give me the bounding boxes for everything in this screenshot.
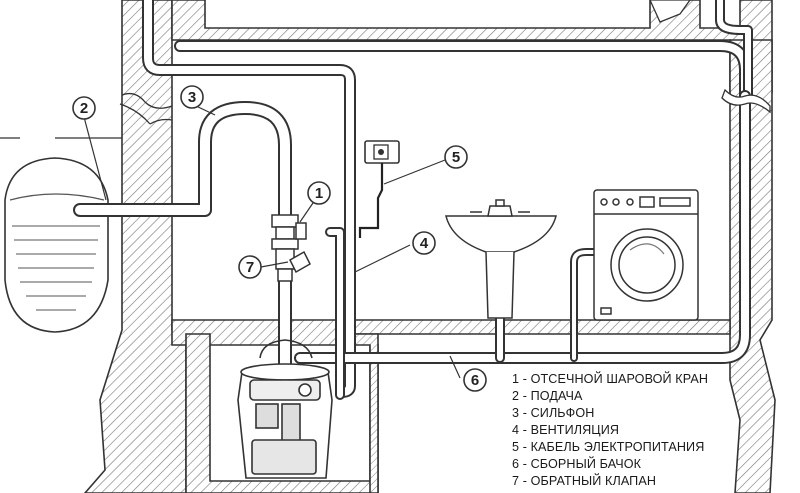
- building-structure: [83, 0, 776, 493]
- callout-leaders: [83, 104, 461, 379]
- electrical-cable: [358, 140, 400, 238]
- left-wall: [83, 0, 187, 493]
- callout-4: 4: [412, 231, 436, 255]
- svg-text:5: 5: [452, 149, 460, 166]
- legend-item-7: 7 - ОБРАТНЫЙ КЛАПАН: [512, 474, 657, 488]
- callout-1: 1: [307, 181, 331, 205]
- legend: 1 - ОТСЕЧНОЙ ШАРОВОЙ КРАН 2 - ПОДАЧА 3 -…: [512, 371, 794, 490]
- svg-text:2: 2: [80, 100, 88, 117]
- callout-6: 6: [463, 368, 487, 392]
- svg-text:6: 6: [471, 372, 479, 389]
- legend-item-4: 4 - ВЕНТИЛЯЦИЯ: [512, 423, 620, 437]
- supply-pipe: [73, 101, 292, 222]
- washing-machine: [593, 189, 699, 321]
- svg-text:7: 7: [246, 259, 254, 276]
- wash-basin: [445, 199, 557, 319]
- ceiling-drain: [649, 0, 771, 114]
- well-reservoir: [4, 157, 109, 333]
- legend-item-2: 2 - ПОДАЧА: [512, 389, 583, 403]
- legend-item-6: 6 - СБОРНЫЙ БАЧОК: [512, 457, 642, 471]
- callout-3: 3: [180, 85, 204, 109]
- legend-item-1: 1 - ОТСЕЧНОЙ ШАРОВОЙ КРАН: [512, 372, 709, 386]
- svg-text:1: 1: [315, 185, 323, 202]
- legend-item-3: 3 - СИЛЬФОН: [512, 406, 595, 420]
- floor-slab: [171, 319, 731, 346]
- callout-5: 5: [444, 145, 468, 169]
- pipes: [73, 0, 753, 400]
- ground-line: [0, 92, 173, 139]
- callout-2: 2: [72, 96, 96, 120]
- legend-item-5: 5 - КАБЕЛЬ ЭЛЕКТРОПИТАНИЯ: [512, 440, 705, 454]
- svg-text:4: 4: [420, 235, 429, 252]
- callouts: 2 3 1 7 4 5 6: [72, 85, 487, 392]
- check-valve: [275, 248, 311, 282]
- svg-text:3: 3: [188, 89, 196, 106]
- callout-7: 7: [238, 255, 262, 279]
- collector-tank: [237, 339, 333, 479]
